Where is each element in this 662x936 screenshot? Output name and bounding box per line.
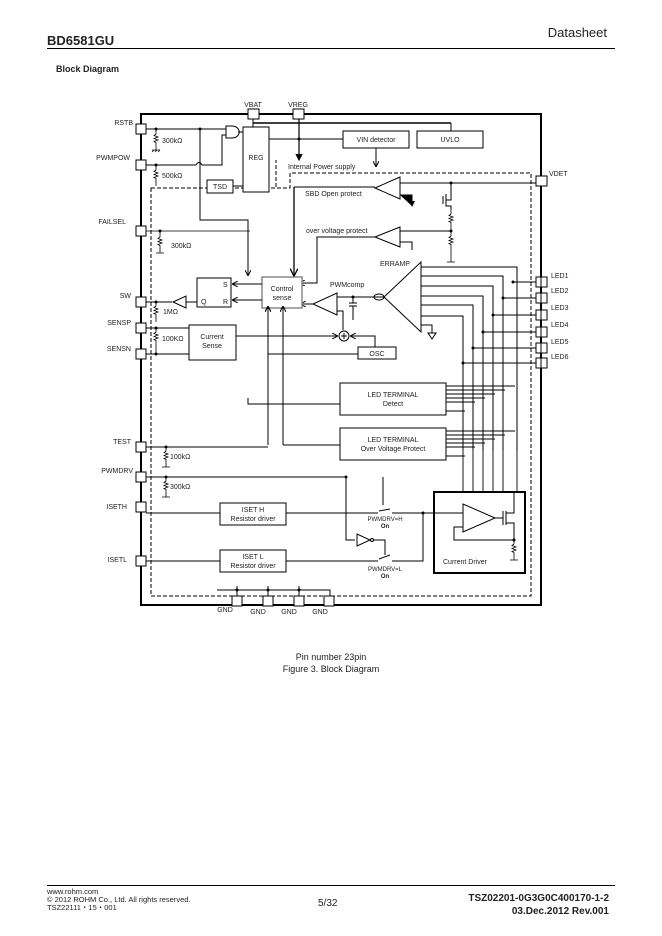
erramp-label: ERRAMP [380,261,410,268]
resistor-sw-label: 1MΩ [163,309,178,316]
svg-text:ISET L: ISET L [242,554,263,561]
svg-text:LED3: LED3 [551,305,569,312]
pin-iseth: ISETH [106,501,147,513]
svg-text:Resistor driver: Resistor driver [230,516,276,523]
resistor-rstb-label: 300kΩ [162,138,182,145]
isetl-block: ISET L Resistor driver [219,549,287,573]
pin-pwmdrv: PWMDRV [101,468,147,483]
svg-text:LED6: LED6 [551,354,569,361]
led-terminal-detect-block: LED TERMINAL Detect [339,382,447,416]
header-rule [47,48,615,49]
resistor-pwmdrv-label: 300kΩ [170,484,190,491]
resistor-failsel-label: 300kΩ [171,243,191,250]
svg-text:TSD: TSD [213,184,227,191]
switch-h-state: On [381,524,390,530]
svg-text:TEST: TEST [113,439,132,446]
pin-pwmpow: PWMPOW [96,155,147,171]
svg-text:SENSP: SENSP [107,320,131,327]
sbd-open-label: SBD Open protect [305,191,362,198]
svg-text:Control: Control [271,286,294,293]
svg-text:ISET H: ISET H [242,507,264,514]
internal-power-label: Internal Power supply [288,164,356,171]
pin-gnd-4: GND [312,595,335,616]
switch-l-label: PWMDRV=L [368,567,403,573]
svg-text:Over Voltage Protect: Over Voltage Protect [361,446,426,453]
svg-text:LED4: LED4 [551,322,569,329]
current-driver-block: Current Driver [433,491,526,574]
iseth-block: ISET H Resistor driver [219,502,287,526]
pin-vreg: VREG [288,102,308,120]
tsd-block: TSD [206,179,234,194]
osc-block: OSC [357,346,397,360]
svg-text:RSTB: RSTB [114,120,133,127]
svg-text:R: R [223,299,228,306]
resistor-test-label: 100kΩ [170,454,190,461]
pin-vbat: VBAT [244,102,263,120]
svg-text:VIN detector: VIN detector [357,137,397,144]
pwmcomp-label: PWMcomp [330,282,364,289]
svg-text:ISETH: ISETH [106,504,127,511]
footer-date-rev: 03.Dec.2012 Rev.001 [511,906,609,917]
svg-text:sense: sense [273,295,292,302]
svg-text:VREG: VREG [288,102,308,109]
pin-number-caption: Pin number 23pin [295,652,367,662]
switch-h-label: PWMDRV=H [367,517,402,523]
svg-text:GND: GND [312,609,328,616]
footer-copyright: © 2012 ROHM Co., Ltd. All rights reserve… [47,895,191,904]
svg-text:Resistor driver: Resistor driver [230,563,276,570]
sr-latch-block: S R Q [196,277,232,308]
svg-text:SW: SW [120,293,132,300]
svg-text:ISETL: ISETL [108,557,128,564]
section-title: Block Diagram [56,64,120,74]
footer-rule [47,885,615,886]
figure-caption: Figure 3. Block Diagram [282,664,380,674]
over-voltage-label: over voltage protect [306,228,368,235]
svg-text:Q: Q [201,299,207,306]
svg-text:LED1: LED1 [551,273,569,280]
pin-sw: SW [120,293,147,308]
svg-text:PWMDRV: PWMDRV [101,468,133,475]
svg-text:VDET: VDET [549,171,568,178]
svg-text:Sense: Sense [202,343,222,350]
pin-isetl: ISETL [108,555,147,567]
svg-text:GND: GND [217,607,233,614]
svg-text:UVLO: UVLO [440,137,460,144]
svg-text:SENSN: SENSN [107,346,131,353]
svg-text:GND: GND [250,609,266,616]
resistor-sensp-label: 100KΩ [162,336,184,343]
resistor-pwmpow-label: 500kΩ [162,173,182,180]
switch-l-state: On [381,574,390,580]
svg-text:LED5: LED5 [551,339,569,346]
footer-website: www.rohm.com [47,887,99,896]
internal-region [150,172,532,597]
document-title: BD6581GU [47,33,115,48]
pin-failsel: FAILSEL [98,219,147,237]
footer-doc-number: TSZ02201-0G3G0C400170-1-2 [468,893,609,904]
svg-text:GND: GND [281,609,297,616]
reg-block: REG [242,126,270,193]
svg-text:Current Driver: Current Driver [443,559,488,566]
document-type: Datasheet [547,25,607,40]
svg-text:Detect: Detect [383,401,403,408]
footer-code: TSZ22111・15・001 [47,903,117,912]
uvlo-block: UVLO [416,130,484,149]
svg-text:S: S [223,282,228,289]
svg-text:VBAT: VBAT [244,102,262,109]
page-number: 5/32 [318,898,338,909]
svg-text:LED TERMINAL: LED TERMINAL [368,392,419,399]
vin-detector-block: VIN detector [342,130,410,149]
svg-text:PWMPOW: PWMPOW [96,155,130,162]
svg-text:Current: Current [200,334,223,341]
svg-text:LED TERMINAL: LED TERMINAL [368,437,419,444]
svg-text:OSC: OSC [369,351,384,358]
current-sense-block: Current Sense [188,324,237,361]
led-terminal-ovp-block: LED TERMINAL Over Voltage Protect [339,427,447,461]
svg-text:LED2: LED2 [551,288,569,295]
svg-text:FAILSEL: FAILSEL [98,219,126,226]
control-sense-block: Control sense [261,276,303,309]
block-diagram: VBAT VREG RSTB PWMPOW FAILSEL SW SENSP S… [96,102,569,616]
svg-text:REG: REG [248,155,263,162]
